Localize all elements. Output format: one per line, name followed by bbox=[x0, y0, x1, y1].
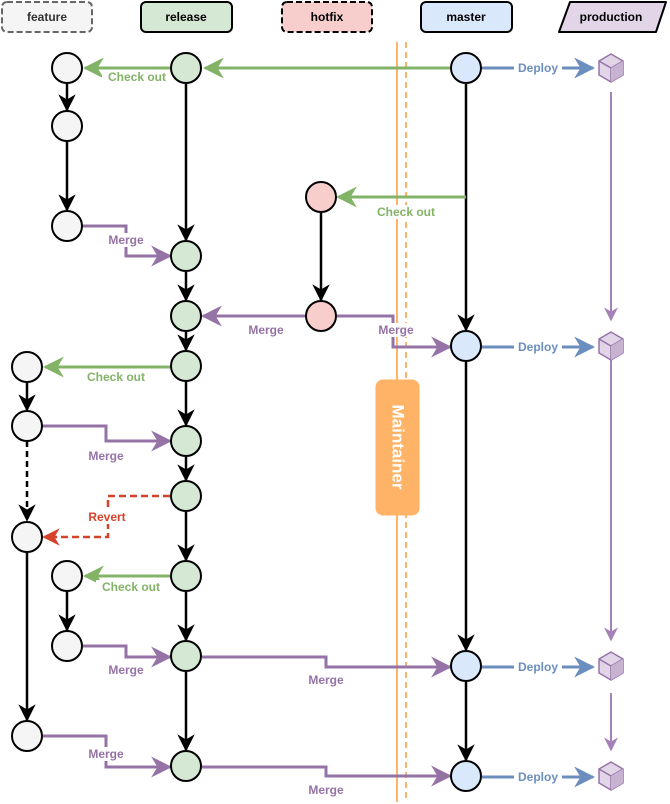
label-revert: Revert bbox=[84, 510, 130, 524]
label-merge: Merge bbox=[104, 663, 148, 677]
feature-commit-node bbox=[51, 110, 83, 142]
production-cube-icon bbox=[598, 651, 624, 681]
master-commit-node bbox=[450, 760, 482, 792]
label-merge: Merge bbox=[374, 323, 418, 337]
merge-label: Merge bbox=[108, 663, 144, 677]
release-commit-node bbox=[170, 350, 202, 382]
label-checkout: Check out bbox=[371, 205, 441, 219]
production-cube-icon bbox=[598, 53, 624, 83]
hotfix-commit-node bbox=[305, 181, 337, 213]
label-merge: Merge bbox=[104, 233, 148, 247]
label-merge: Merge bbox=[84, 449, 128, 463]
production-cube-icon bbox=[598, 331, 624, 361]
hotfix-commit-node bbox=[305, 300, 337, 332]
label-checkout: Check out bbox=[96, 580, 166, 594]
release-commit-node bbox=[170, 52, 202, 84]
lane-header-production: production bbox=[558, 1, 667, 33]
feature-commit-node bbox=[51, 52, 83, 84]
release-commit-node bbox=[170, 640, 202, 672]
merge-arrow-feature-to-release bbox=[83, 644, 173, 668]
release-commit-node bbox=[170, 750, 202, 782]
merge-label: Merge bbox=[248, 323, 284, 337]
lane-header-master-label: master bbox=[446, 10, 486, 24]
lane-header-feature: feature bbox=[1, 1, 93, 33]
label-checkout: Check out bbox=[102, 70, 172, 84]
feature-commit-node bbox=[11, 720, 43, 752]
label-merge: Merge bbox=[304, 783, 348, 797]
merge-label: Merge bbox=[108, 233, 144, 247]
merge-label: Merge bbox=[378, 323, 414, 337]
label-deploy: Deploy bbox=[514, 340, 562, 354]
revert-label: Revert bbox=[88, 510, 125, 524]
lane-header-release-label: release bbox=[165, 10, 207, 24]
label-merge: Merge bbox=[84, 747, 128, 761]
feature-commit-node bbox=[11, 351, 43, 383]
merge-label: Merge bbox=[308, 673, 344, 687]
merge-label: Merge bbox=[88, 449, 124, 463]
checkout-label: Check out bbox=[87, 370, 145, 384]
checkout-label: Check out bbox=[102, 580, 160, 594]
release-commit-node bbox=[170, 560, 202, 592]
label-checkout: Check out bbox=[81, 370, 151, 384]
lane-header-master: master bbox=[420, 1, 513, 33]
release-commit-node bbox=[170, 240, 202, 272]
feature-commit-node bbox=[51, 630, 83, 662]
lane-header-production-label: production bbox=[580, 10, 643, 24]
label-merge: Merge bbox=[244, 323, 288, 337]
label-deploy: Deploy bbox=[514, 770, 562, 784]
checkout-label: Check out bbox=[108, 70, 166, 84]
master-commit-node bbox=[450, 330, 482, 362]
deploy-label: Deploy bbox=[518, 340, 558, 354]
feature-commit-node bbox=[11, 410, 43, 442]
feature-commit-node bbox=[51, 210, 83, 242]
release-commit-node bbox=[170, 480, 202, 512]
maintainer-label: Maintainer bbox=[389, 404, 408, 489]
master-commit-node bbox=[450, 52, 482, 84]
deploy-label: Deploy bbox=[518, 770, 558, 784]
merge-label: Merge bbox=[88, 747, 124, 761]
merge-label: Merge bbox=[308, 783, 344, 797]
deploy-label: Deploy bbox=[518, 660, 558, 674]
label-deploy: Deploy bbox=[514, 660, 562, 674]
merge-arrow-release-to-master bbox=[202, 765, 453, 787]
label-deploy: Deploy bbox=[514, 61, 562, 75]
lane-header-release: release bbox=[140, 1, 233, 33]
release-commit-node bbox=[170, 425, 202, 457]
merge-arrow-feature-to-release bbox=[43, 424, 173, 452]
merge-arrow-release-to-master bbox=[202, 655, 453, 678]
master-commit-node bbox=[450, 650, 482, 682]
lane-header-feature-label: feature bbox=[27, 10, 67, 24]
production-cube-icon bbox=[598, 761, 624, 791]
checkout-label: Check out bbox=[377, 205, 435, 219]
lane-header-hotfix: hotfix bbox=[281, 1, 373, 33]
feature-commit-node bbox=[11, 521, 43, 553]
label-merge: Merge bbox=[304, 673, 348, 687]
lane-header-hotfix-label: hotfix bbox=[311, 10, 344, 24]
maintainer-box: Maintainer bbox=[375, 379, 420, 516]
feature-commit-node bbox=[51, 560, 83, 592]
release-commit-node bbox=[170, 300, 202, 332]
deploy-label: Deploy bbox=[518, 61, 558, 75]
